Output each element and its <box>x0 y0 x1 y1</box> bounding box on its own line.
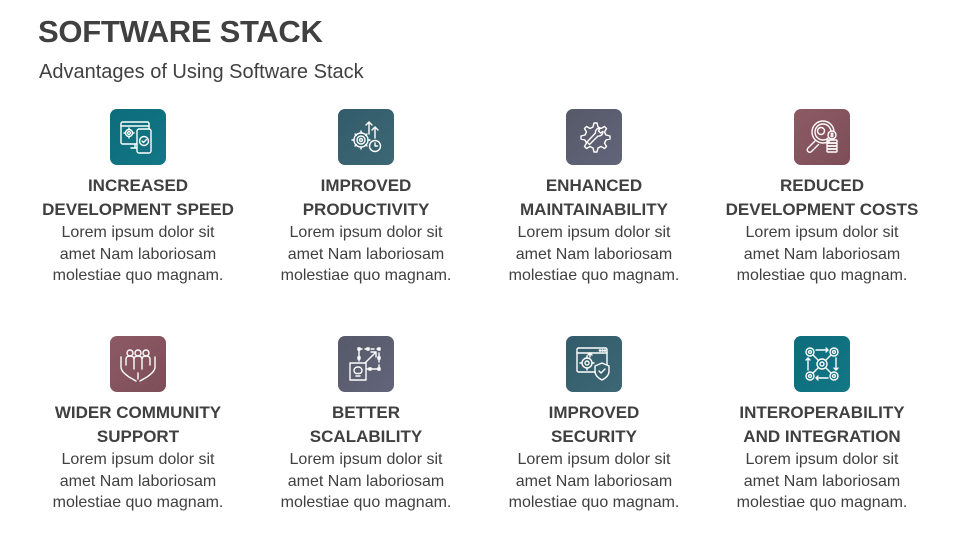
card-title-line: DEVELOPMENT COSTS <box>725 200 919 219</box>
card-title-line: MAINTAINABILITY <box>520 200 668 219</box>
card-body-line: Lorem ipsum dolor sit <box>61 224 215 241</box>
card-body: Lorem ipsum dolor sit amet Nam laboriosa… <box>28 222 248 287</box>
card-body-line: amet Nam laboriosam <box>59 245 217 263</box>
card-title: IMPROVED PRODUCTIVITY <box>256 174 476 222</box>
card-body-line: Lorem ipsum dolor sit <box>745 224 899 241</box>
card-body-line: molestiae quo magnam. <box>52 494 224 511</box>
card-body-line: amet Nam laboriosam <box>287 245 445 263</box>
hands-people-icon <box>110 336 166 392</box>
card-body: Lorem ipsum dolor sit amet Nam laboriosa… <box>256 449 476 514</box>
card-body-line: Lorem ipsum dolor sit <box>289 451 443 468</box>
page-subtitle: Advantages of Using Software Stack <box>39 61 364 83</box>
connected-gears-icon <box>794 336 850 392</box>
card-wider-community-support: WIDER COMMUNITY SUPPORT Lorem ipsum dolo… <box>28 336 248 514</box>
gear-arrows-clock-icon <box>338 109 394 165</box>
card-title: BETTER SCALABILITY <box>256 401 476 449</box>
card-body-line: Lorem ipsum dolor sit <box>289 224 443 241</box>
card-title-line: INCREASED <box>87 176 189 195</box>
card-title: INCREASED DEVELOPMENT SPEED <box>28 174 248 222</box>
card-body: Lorem ipsum dolor sit amet Nam laboriosa… <box>712 449 932 514</box>
card-interoperability-and-integration: INTEROPERABILITY AND INTEGRATION Lorem i… <box>712 336 932 514</box>
card-body-line: Lorem ipsum dolor sit <box>517 224 671 241</box>
card-enhanced-maintainability: ENHANCED MAINTAINABILITY Lorem ipsum dol… <box>484 109 704 287</box>
card-body-line: amet Nam laboriosam <box>743 245 901 263</box>
magnifier-coins-icon <box>794 109 850 165</box>
card-body-line: molestiae quo magnam. <box>280 494 452 511</box>
card-body: Lorem ipsum dolor sit amet Nam laboriosa… <box>28 449 248 514</box>
card-title: REDUCED DEVELOPMENT COSTS <box>712 174 932 222</box>
card-body-line: molestiae quo magnam. <box>280 267 452 284</box>
card-title: INTEROPERABILITY AND INTEGRATION <box>712 401 932 449</box>
card-body-line: amet Nam laboriosam <box>59 472 217 490</box>
card-body-line: amet Nam laboriosam <box>515 472 673 490</box>
card-title-line: SECURITY <box>551 427 637 446</box>
browser-gear-shield-icon <box>566 336 622 392</box>
card-title-line: BETTER <box>332 403 400 422</box>
card-improved-security: IMPROVED SECURITY Lorem ipsum dolor sit … <box>484 336 704 514</box>
card-body-line: amet Nam laboriosam <box>287 472 445 490</box>
card-title-line: IMPROVED <box>320 176 412 195</box>
card-title: ENHANCED MAINTAINABILITY <box>484 174 704 222</box>
scale-bulb-icon <box>338 336 394 392</box>
card-title-line: IMPROVED <box>548 403 640 422</box>
card-body-line: amet Nam laboriosam <box>515 245 673 263</box>
card-body-line: molestiae quo magnam. <box>508 494 680 511</box>
gear-wrench-icon <box>566 109 622 165</box>
card-body-line: molestiae quo magnam. <box>736 494 908 511</box>
card-improved-productivity: IMPROVED PRODUCTIVITY Lorem ipsum dolor … <box>256 109 476 287</box>
card-title: IMPROVED SECURITY <box>484 401 704 449</box>
card-title-line: SUPPORT <box>96 427 180 446</box>
card-increased-development-speed: INCREASED DEVELOPMENT SPEED Lorem ipsum … <box>28 109 248 287</box>
card-title-line: PRODUCTIVITY <box>302 200 430 219</box>
card-body-line: molestiae quo magnam. <box>508 267 680 284</box>
card-title-line: SCALABILITY <box>309 427 423 446</box>
card-body: Lorem ipsum dolor sit amet Nam laboriosa… <box>712 222 932 287</box>
card-body: Lorem ipsum dolor sit amet Nam laboriosa… <box>484 449 704 514</box>
card-title-line: DEVELOPMENT SPEED <box>42 200 234 219</box>
card-title-line: INTEROPERABILITY <box>739 403 905 422</box>
card-better-scalability: BETTER SCALABILITY Lorem ipsum dolor sit… <box>256 336 476 514</box>
card-body-line: molestiae quo magnam. <box>52 267 224 284</box>
card-title-line: WIDER COMMUNITY <box>54 403 222 422</box>
devices-gear-check-icon <box>110 109 166 165</box>
card-title-line: AND INTEGRATION <box>743 427 901 446</box>
page-title: SOFTWARE STACK <box>38 14 323 49</box>
card-body: Lorem ipsum dolor sit amet Nam laboriosa… <box>256 222 476 287</box>
card-reduced-development-costs: REDUCED DEVELOPMENT COSTS Lorem ipsum do… <box>712 109 932 287</box>
card-title-line: REDUCED <box>779 176 865 195</box>
card-body-line: molestiae quo magnam. <box>736 267 908 284</box>
card-body-line: Lorem ipsum dolor sit <box>61 451 215 468</box>
card-body: Lorem ipsum dolor sit amet Nam laboriosa… <box>484 222 704 287</box>
card-title-line: ENHANCED <box>545 176 643 195</box>
card-title: WIDER COMMUNITY SUPPORT <box>28 401 248 449</box>
card-body-line: Lorem ipsum dolor sit <box>517 451 671 468</box>
card-body-line: Lorem ipsum dolor sit <box>745 451 899 468</box>
card-body-line: amet Nam laboriosam <box>743 472 901 490</box>
